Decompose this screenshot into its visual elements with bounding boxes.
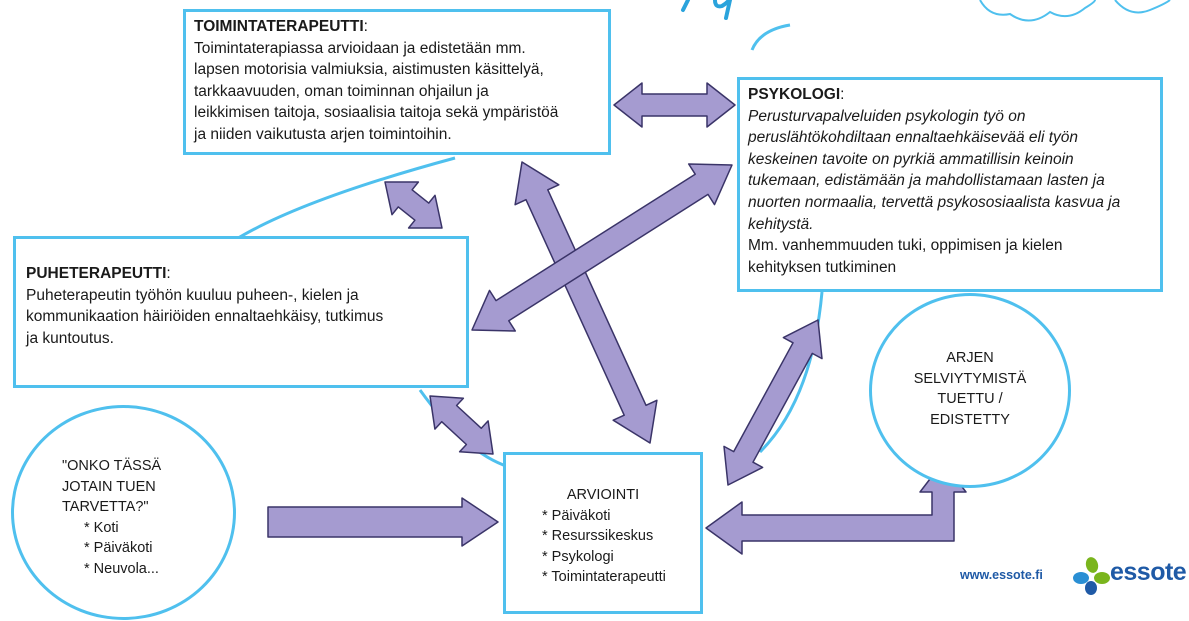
puheterapeutti-line-3: ja kuntoutus. [26,329,114,347]
toimintaterapeutti-title-text: TOIMINTATERAPEUTTI [194,18,364,35]
puheterapeutti-title-text: PUHETERAPEUTTI [26,265,167,282]
toimintaterapeutti-line-5: ja niiden vaikutusta arjen toimintoihin. [194,125,452,143]
arki-line-2: SELVIYTYMISTÄ [913,370,1027,387]
psykologi-italic-line-6: kehitystä. [748,215,814,233]
arrow-toimintaterapeutti-puheterapeutti [384,181,443,229]
psykologi-italic-line-3: keskeinen tavoite on pyrkiä ammatillisin… [748,150,1074,168]
arviointi-box: ARVIOINTI * Päiväkoti * Resurssikeskus *… [503,452,703,614]
tuen-tarve-item-3: * Neuvola... [84,560,159,577]
psykologi-line-1: Mm. vanhemmuuden tuki, oppimisen ja kiel… [748,237,1063,255]
tuen-tarve-item-2: * Päiväkoti [84,540,153,556]
puheterapeutti-title-colon: : [166,265,171,282]
essote-logo-icon [1073,557,1110,595]
toimintaterapeutti-box: TOIMINTATERAPEUTTI: Toimintaterapiassa a… [183,9,611,155]
toimintaterapeutti-line-1: Toimintaterapiassa arvioidaan ja edistet… [194,39,526,57]
toimintaterapeutti-line-2: lapsen motorisia valmiuksia, aistimusten… [194,61,544,78]
brand-url: www.essote.fi [960,568,1043,582]
puheterapeutti-title: PUHETERAPEUTTI: [26,263,458,285]
tuen-tarve-line-3: TARVETTA?" [62,499,149,515]
arki-line-3: TUETTU / [937,391,1003,407]
tuen-tarve-line-2: JOTAIN TUEN [62,478,156,495]
puheterapeutti-line-1: Puheterapeutin työhön kuuluu puheen-, ki… [26,286,359,304]
toimintaterapeutti-line-3: tarkkaavuuden, oman toiminnan ohjailun j… [194,82,489,100]
tuen-tarve-line-1: "ONKO TÄSSÄ [62,458,162,474]
psykologi-line-2: kehityksen tutkiminen [748,258,897,276]
title-fragment [681,0,732,20]
cloud-decoration [979,0,1171,22]
psykologi-italic-line-1: Perusturvapalveluiden psykologin työ on [748,107,1026,125]
puheterapeutti-box: PUHETERAPEUTTI: Puheterapeutin työhön ku… [13,236,469,388]
tuen-tarve-circle: "ONKO TÄSSÄ JOTAIN TUEN TARVETTA?" * Kot… [11,405,236,620]
arrow-layer [267,82,967,555]
arrow-toimintaterapeutti-arviointi [514,161,658,444]
arviointi-title: ARVIOINTI [566,487,640,503]
arki-line-4: EDISTETTY [930,411,1010,428]
puheterapeutti-line-2: kommunikaation häiriöiden ennaltaehkäisy… [26,308,384,325]
arviointi-item-1: * Päiväkoti [542,507,611,524]
arviointi-item-4: * Toimintaterapeutti [542,569,666,585]
arviointi-item-3: * Psykologi [542,548,614,565]
psykologi-italic-line-2: peruslähtökohdiltaan ennaltaehkäisevää e… [748,129,1079,147]
toimintaterapeutti-title-colon: : [363,18,368,35]
arrow-puheterapeutti-psykologi [471,163,733,332]
arrow-psykologi-arviointi [723,319,823,486]
toimintaterapeutti-line-4: leikkimisen taitoja, sosiaalisia taitoja… [194,104,559,121]
arjen-selviytyminen-circle: ARJEN SELVIYTYMISTÄ TUETTU / EDISTETTY [869,293,1071,488]
brand-name: essote [1110,558,1187,586]
psykologi-title: PSYKOLOGI: [748,84,1152,106]
psykologi-italic-line-5: nuorten normaalia, tervettä psykososiaal… [748,193,1121,211]
arviointi-item-2: * Resurssikeskus [542,528,654,544]
psykologi-title-text: PSYKOLOGI [748,86,841,103]
arrow-tuen-tarve-arviointi [267,497,499,547]
arrow-toimintaterapeutti-psykologi [613,82,736,128]
psykologi-box: PSYKOLOGI: Perusturvapalveluiden psykolo… [737,77,1163,292]
arki-line-1: ARJEN [946,350,994,366]
toimintaterapeutti-title: TOIMINTATERAPEUTTI: [194,16,600,38]
psykologi-title-colon: : [840,86,845,103]
arrow-puheterapeutti-arviointi [429,395,494,455]
psykologi-italic-line-4: tukemaan, edistämään ja mahdollistamaan … [748,172,1105,190]
tuen-tarve-item-1: * Koti [84,519,119,536]
